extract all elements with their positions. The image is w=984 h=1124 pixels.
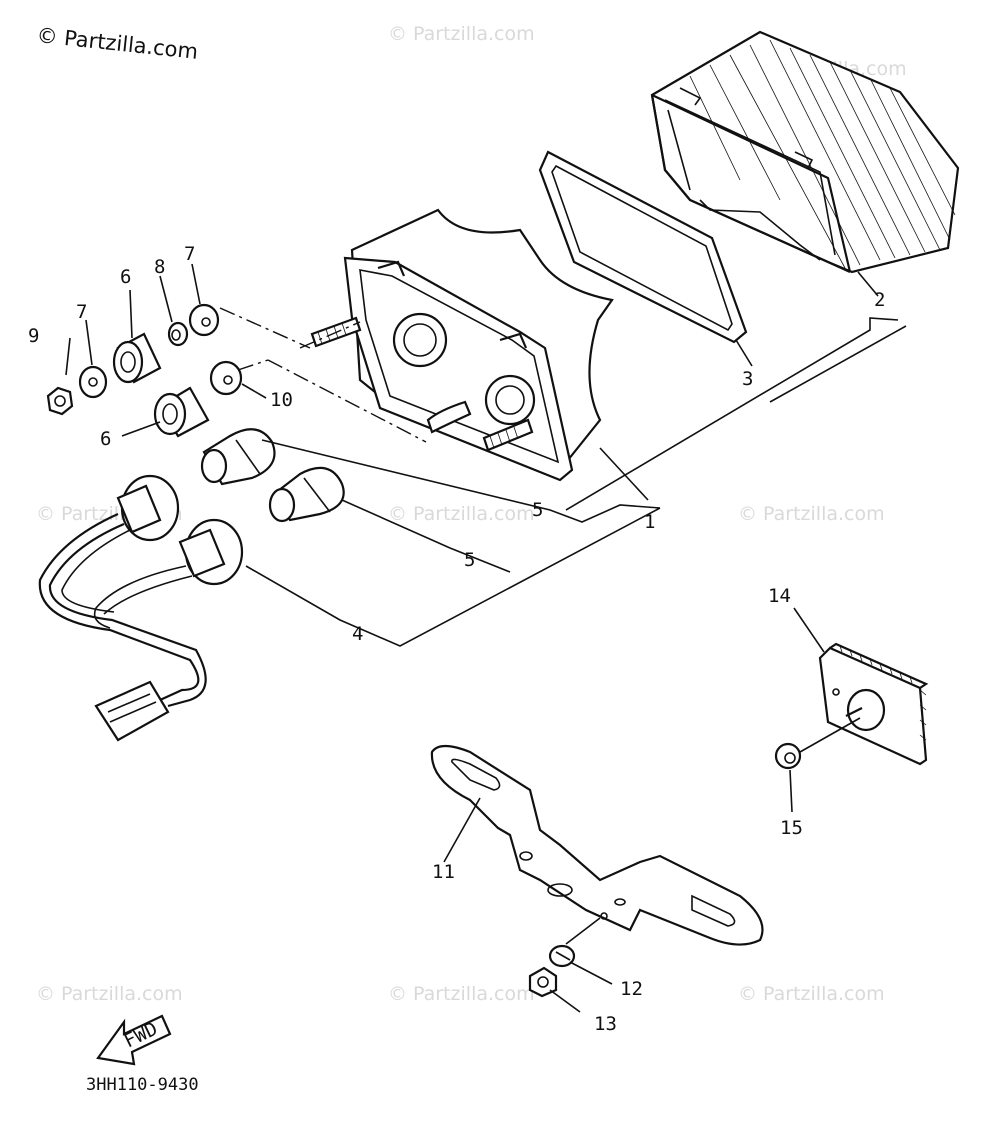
bracket-part-11 [430, 744, 764, 946]
bulb-part-5a [200, 428, 276, 486]
callouts: 1 2 3 4 5 5 6 6 7 7 8 9 10 11 12 13 14 1… [28, 243, 885, 1035]
diagram-code: 3HH110-9430 [86, 1075, 199, 1095]
copyright-text: © Partzilla.com [35, 23, 199, 64]
callout-7a: 7 [76, 301, 87, 323]
reflector-part-14 [818, 642, 929, 766]
washer-part-10 [209, 360, 243, 396]
collar-part-8 [167, 321, 189, 347]
callout-11: 11 [432, 861, 455, 883]
watermark: © Partzilla.com [738, 503, 885, 525]
nut-part-15 [774, 742, 802, 770]
nut-part-9 [46, 386, 74, 416]
callout-3: 3 [742, 368, 753, 390]
callout-14: 14 [768, 585, 791, 607]
leader-lines [65, 263, 907, 1013]
callout-10: 10 [270, 389, 293, 411]
callout-4: 4 [352, 623, 363, 645]
harness-part-4 [38, 474, 244, 742]
lens-part [650, 30, 960, 274]
callout-6a: 6 [120, 266, 131, 288]
watermark: © Partzilla.com [388, 503, 535, 525]
watermark: © Partzilla.com [36, 983, 183, 1005]
washer-part-7b [188, 303, 220, 337]
callout-13: 13 [594, 1013, 617, 1035]
callout-5b: 5 [464, 549, 475, 571]
callout-6b: 6 [100, 428, 111, 450]
housing-part [310, 208, 614, 482]
bulb-part-5b [268, 466, 345, 523]
washer-part-7a [78, 365, 108, 399]
callout-2: 2 [874, 289, 885, 311]
callout-1: 1 [644, 511, 655, 533]
callout-15: 15 [780, 817, 803, 839]
grommet-part-6b [153, 386, 210, 438]
watermark: © Partzilla.com [388, 23, 535, 45]
callout-7b: 7 [184, 243, 195, 265]
nut-part-13 [528, 966, 558, 998]
gasket-part [538, 150, 748, 344]
grommet-part-6a [112, 332, 162, 384]
watermark: © Partzilla.com [388, 983, 535, 1005]
callout-9: 9 [28, 325, 39, 347]
fwd-arrow-icon: FWD [96, 1014, 172, 1066]
screw-part-12 [548, 944, 576, 968]
callout-8: 8 [154, 256, 165, 278]
watermark: © Partzilla.com [738, 983, 885, 1005]
callout-12: 12 [620, 978, 643, 1000]
callout-5a: 5 [532, 499, 543, 521]
